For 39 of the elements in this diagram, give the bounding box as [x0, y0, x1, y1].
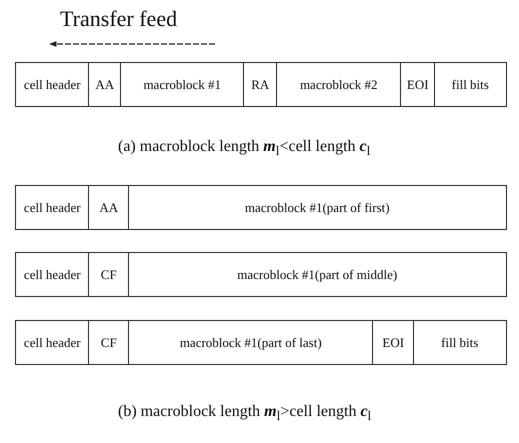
caption: (a) macroblock length m$_{l}$<cell length c$_{l}$	[118, 138, 370, 160]
field-label: AA	[99, 200, 118, 214]
field-label: AA	[95, 78, 114, 92]
packet-field	[434, 62, 506, 107]
packet-field	[15, 320, 90, 365]
packet-field	[88, 320, 130, 365]
caption: (b) macroblock length m$_{l}$>cell length c$_{l}$	[118, 403, 372, 424]
packet-field	[128, 320, 374, 365]
packet-field	[276, 62, 402, 107]
packet-field	[413, 320, 506, 365]
packet-field	[15, 185, 90, 230]
packet-field	[243, 62, 278, 107]
field-label: macroblock #2	[300, 78, 378, 92]
packet-field	[372, 320, 414, 365]
field-label: CF	[100, 268, 117, 282]
packet-field	[15, 252, 90, 297]
field-label: cell header	[24, 268, 81, 282]
packet-field	[88, 62, 122, 107]
packet-field	[128, 252, 506, 297]
packet-field	[15, 62, 90, 107]
field-label: cell header	[24, 336, 81, 350]
field-label: fill bits	[441, 336, 478, 350]
field-label: EOI	[382, 336, 404, 350]
field-label: macroblock #1	[143, 78, 222, 92]
field-label: cell header	[24, 200, 81, 214]
packet-field	[128, 185, 506, 230]
packet-field	[88, 252, 130, 297]
field-label: CF	[100, 336, 117, 350]
field-label: fill bits	[452, 78, 489, 92]
packet-field	[120, 62, 244, 107]
packet-field	[400, 62, 436, 107]
field-label: macroblock #1(part of last)	[180, 336, 322, 350]
field-label: macroblock #1(part of middle)	[237, 268, 398, 282]
field-label: macroblock #1(part of first)	[244, 200, 390, 214]
direction-label: Transfer feed	[60, 6, 178, 32]
field-label: EOI	[406, 78, 429, 92]
field-label: RA	[251, 78, 270, 92]
packet-field	[88, 185, 130, 230]
field-label: cell header	[24, 78, 81, 92]
